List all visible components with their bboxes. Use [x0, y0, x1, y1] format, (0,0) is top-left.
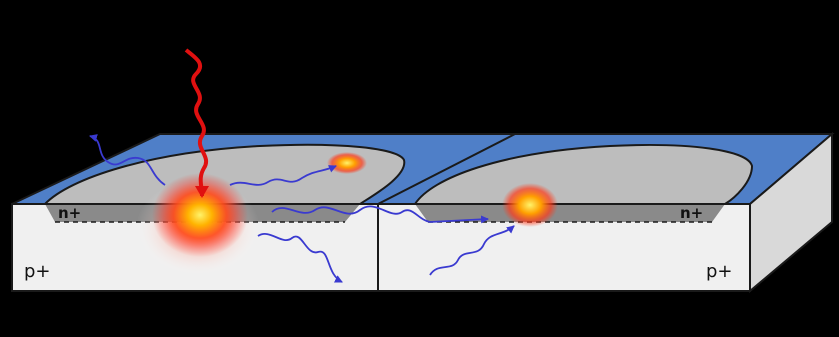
- incident-photon-icon: [184, 48, 209, 198]
- hotspot-upper-left: [327, 152, 367, 174]
- pixel-boundary-top: [377, 133, 516, 205]
- right-implant-top: [413, 143, 754, 205]
- right-implant-label: n+: [680, 204, 703, 222]
- left-substrate-label: p+: [24, 261, 51, 282]
- emitted-photon-up-left-icon: [89, 134, 166, 186]
- emitted-photon-down-icon: [257, 233, 343, 283]
- hotspot-right: [502, 183, 558, 227]
- emitted-photon-right-up-icon: [429, 225, 515, 276]
- left-implant-label: n+: [58, 204, 81, 222]
- hotspot-main: [152, 173, 248, 257]
- emitted-photon-to-spot-icon: [229, 165, 337, 186]
- emitted-photon-across-icon: [271, 205, 489, 224]
- right-implant-side: [415, 204, 725, 222]
- right-substrate-label: p+: [706, 261, 733, 282]
- left-implant-top: [42, 143, 406, 205]
